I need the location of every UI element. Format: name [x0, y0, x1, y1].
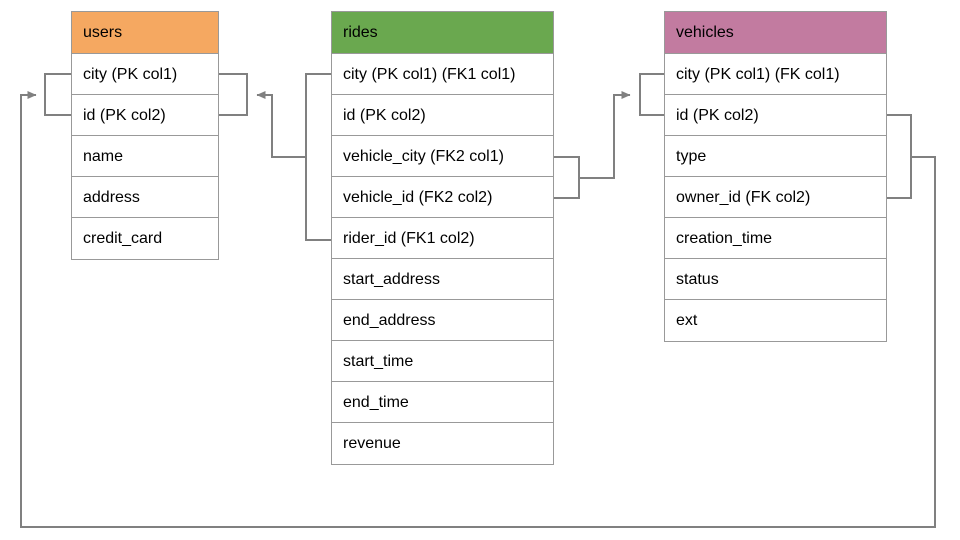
table-users-column-3: address	[72, 177, 218, 218]
table-rides-column-7: start_time	[332, 341, 553, 382]
table-users-column-4: credit_card	[72, 218, 218, 259]
table-rides-column-4: rider_id (FK1 col2)	[332, 218, 553, 259]
table-vehicles-column-2: type	[665, 136, 886, 177]
table-rides-column-0: city (PK col1) (FK1 col1)	[332, 54, 553, 95]
table-vehicles-title: vehicles	[665, 12, 886, 54]
vehicles-right-bracket	[887, 114, 912, 199]
users-left-bracket	[44, 73, 71, 116]
rides-right-bracket	[554, 156, 580, 199]
table-vehicles-column-0: city (PK col1) (FK col1)	[665, 54, 886, 95]
connector-rides-vehicle-to-vehicles	[579, 91, 631, 179]
table-vehicles[interactable]: vehicles city (PK col1) (FK col1) id (PK…	[664, 11, 887, 342]
table-rides-column-1: id (PK col2)	[332, 95, 553, 136]
vehicles-left-bracket	[639, 73, 664, 116]
table-vehicles-column-1: id (PK col2)	[665, 95, 886, 136]
table-rides[interactable]: rides city (PK col1) (FK1 col1) id (PK c…	[331, 11, 554, 465]
table-rides-column-9: revenue	[332, 423, 553, 464]
table-vehicles-column-5: status	[665, 259, 886, 300]
table-rides-column-5: start_address	[332, 259, 553, 300]
table-users-column-1: id (PK col2)	[72, 95, 218, 136]
rides-left-bracket	[305, 73, 331, 241]
table-rides-column-3: vehicle_id (FK2 col2)	[332, 177, 553, 218]
table-rides-column-6: end_address	[332, 300, 553, 341]
table-vehicles-column-6: ext	[665, 300, 886, 341]
table-users-title: users	[72, 12, 218, 54]
table-rides-column-2: vehicle_city (FK2 col1)	[332, 136, 553, 177]
users-right-bracket	[219, 73, 248, 116]
table-vehicles-column-3: owner_id (FK col2)	[665, 177, 886, 218]
connector-rides-rider-to-users	[256, 91, 306, 158]
table-rides-column-8: end_time	[332, 382, 553, 423]
table-rides-title: rides	[332, 12, 553, 54]
table-users-column-2: name	[72, 136, 218, 177]
table-vehicles-column-4: creation_time	[665, 218, 886, 259]
table-users-column-0: city (PK col1)	[72, 54, 218, 95]
table-users[interactable]: users city (PK col1) id (PK col2) name a…	[71, 11, 219, 260]
